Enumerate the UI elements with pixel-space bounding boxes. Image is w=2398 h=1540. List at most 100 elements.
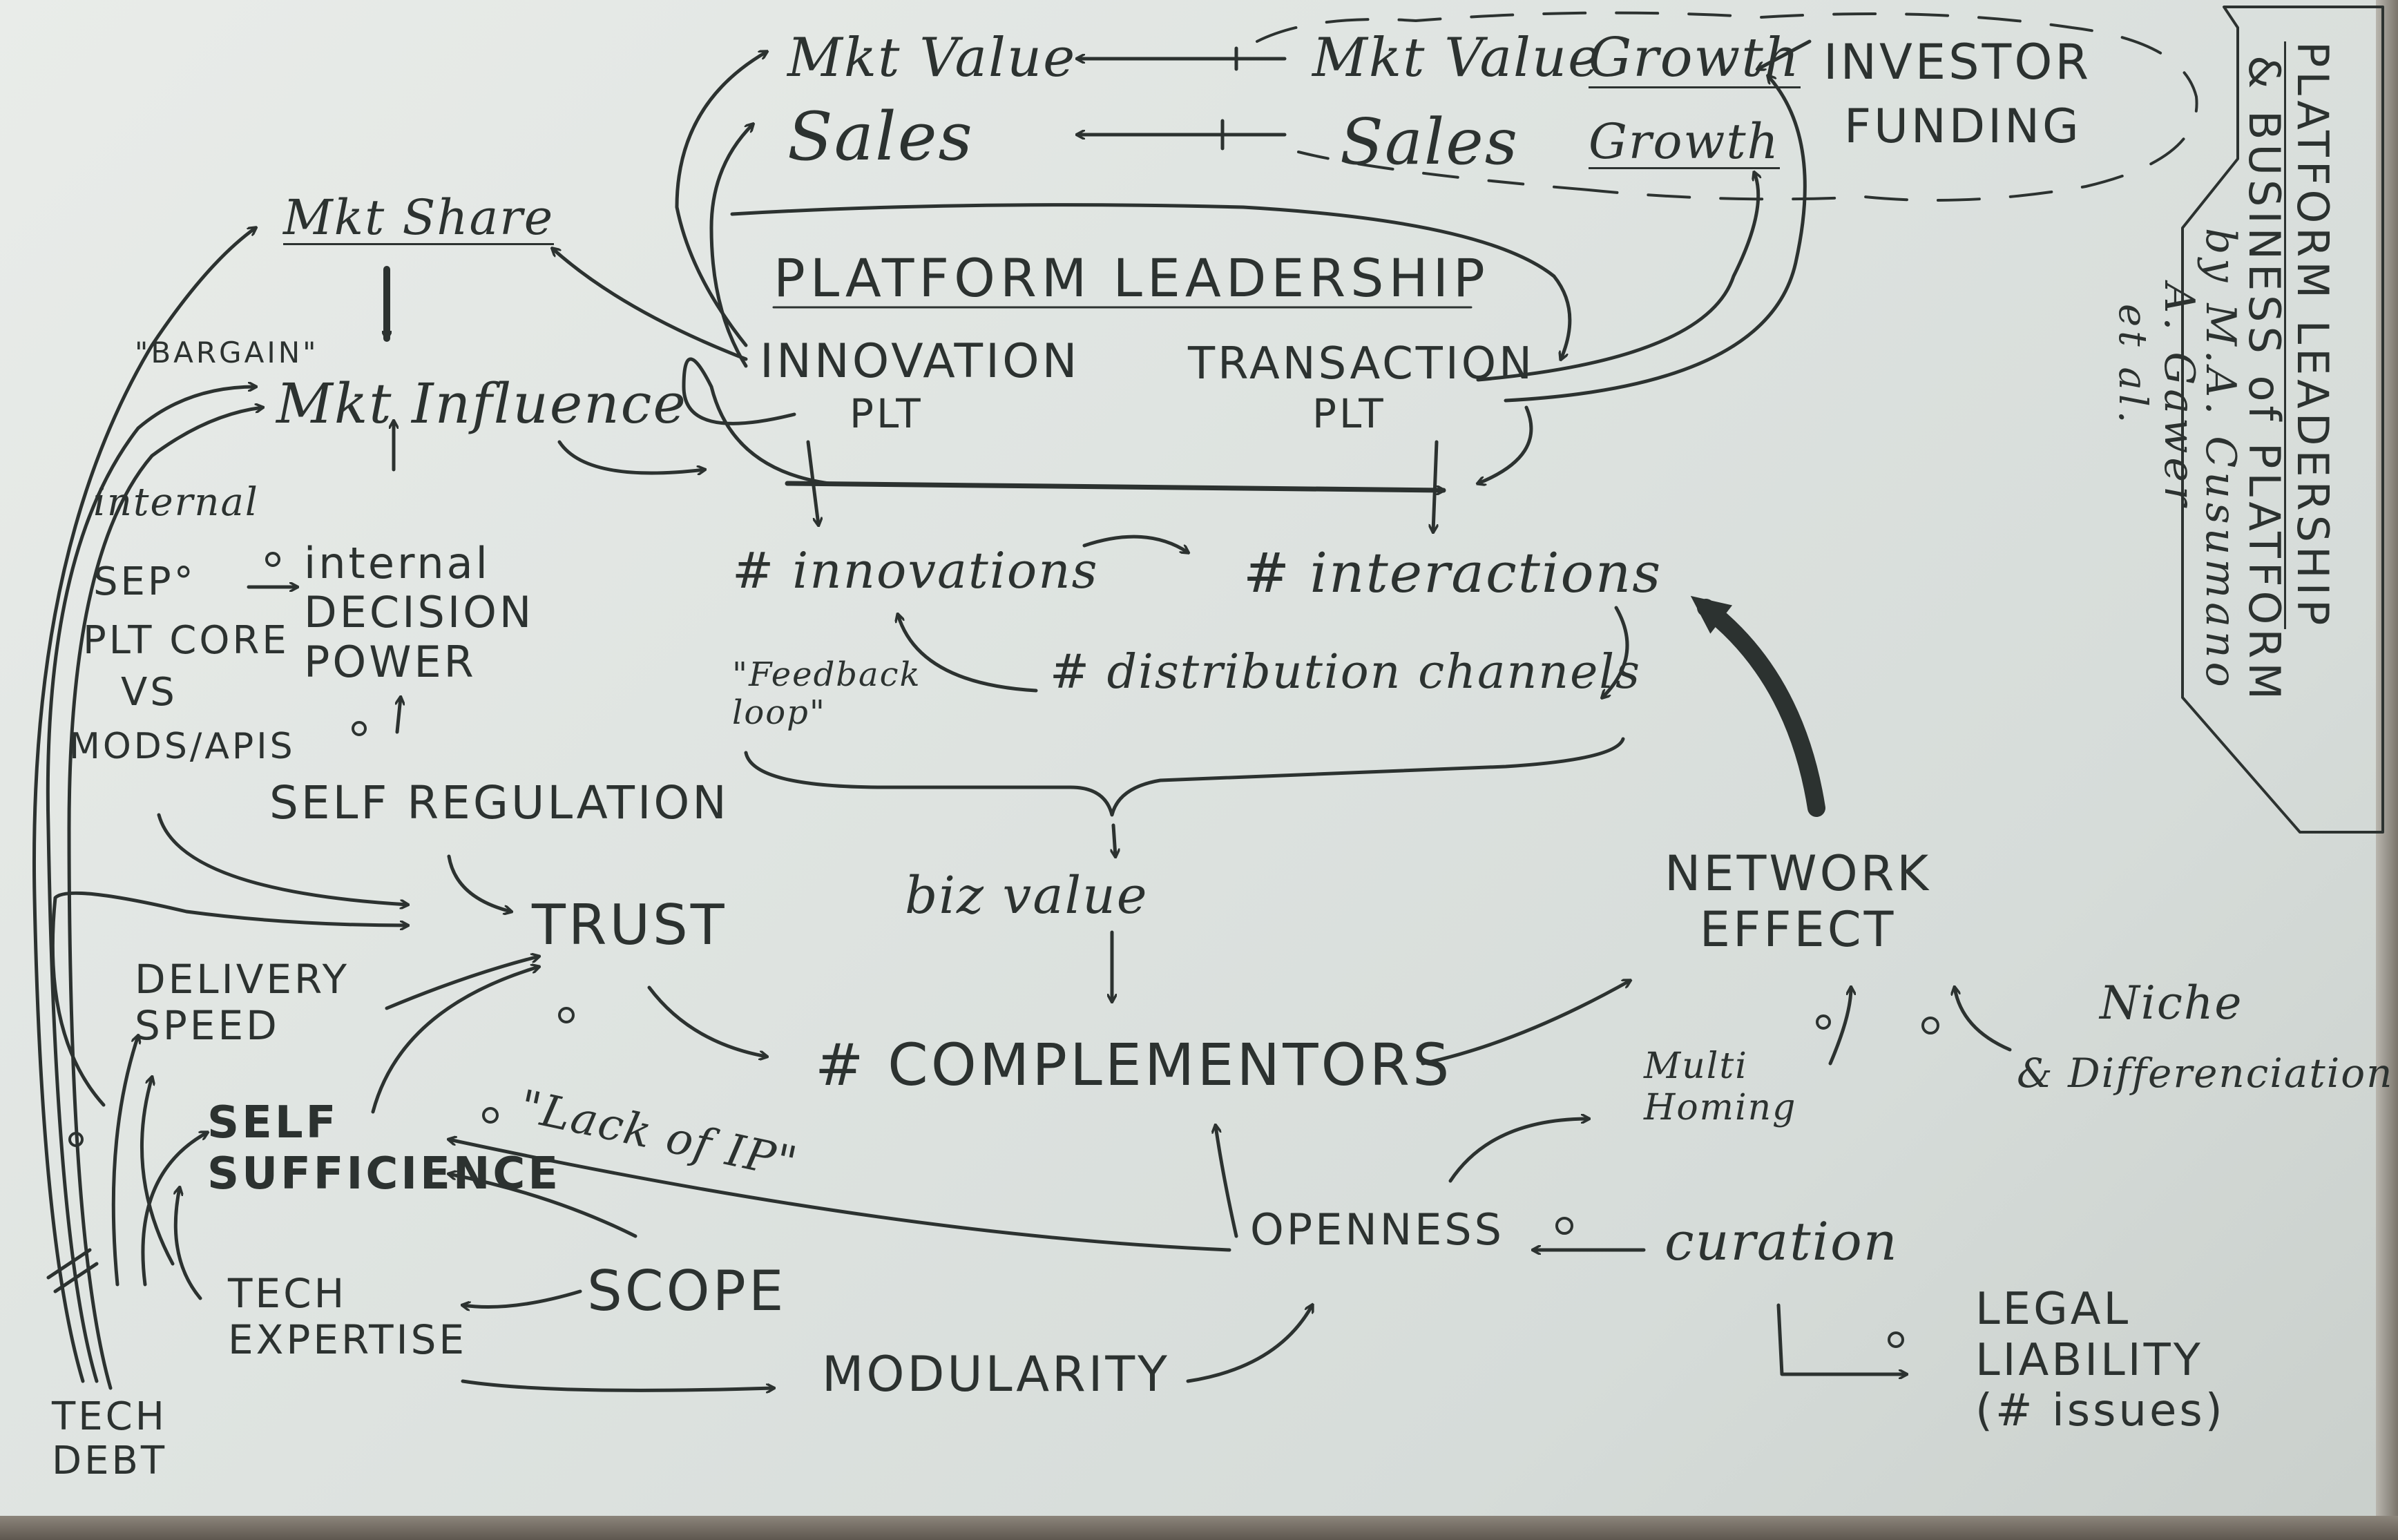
node-modularity: MODULARITY	[822, 1346, 1170, 1403]
tech-debt-to-mkt-share	[32, 228, 256, 1383]
investor-cloud-lower	[1297, 151, 1590, 191]
node-biz-value: biz value	[905, 866, 1149, 925]
title-line3: by M.A. Cusumano	[2196, 228, 2245, 691]
node-network-effect: NETWORK EFFECT	[1665, 845, 1932, 958]
node-mkt-share: Mkt Share	[283, 189, 555, 246]
transaction-to-value-growth	[1504, 76, 1807, 403]
pl-bottom-bar	[785, 481, 1446, 493]
innovation-to-mkt-share	[553, 249, 748, 361]
innovations-to-interactions	[1082, 535, 1188, 552]
node-complementors: # COMPLEMENTORS	[815, 1031, 1452, 1099]
scope-to-self-suff	[449, 1174, 637, 1238]
node-self-sufficience: SELF SUFFICIENCE	[207, 1097, 562, 1200]
node-mkt-influence: Mkt Influence	[276, 372, 687, 436]
delay-mark-1	[46, 1248, 92, 1280]
node-transaction: TRANSACTION	[1188, 338, 1535, 389]
tech-debt-to-self-suff	[141, 1133, 207, 1287]
investor-cloud	[1256, 11, 2198, 202]
node-self-regulation: SELF REGULATION	[269, 776, 729, 829]
title-line1: PLATFORM LEADERSHIP	[2284, 41, 2338, 630]
tech-debt-to-influence	[67, 407, 262, 1390]
polarity-sep	[265, 552, 280, 567]
node-tech-debt: TECH DEBT	[52, 1394, 168, 1484]
openness-to-complementors	[1216, 1126, 1238, 1238]
node-internal: internal	[93, 480, 259, 525]
node-sales: Sales	[787, 98, 974, 175]
node-platform-leadership: PLATFORM LEADERSHIP	[774, 247, 1490, 309]
node-niche: Niche	[2100, 976, 2243, 1030]
pl-top-loop	[730, 203, 1572, 359]
niche-to-network	[1955, 988, 2012, 1052]
modularity-to-openness	[1186, 1305, 1312, 1383]
tech-expertise-to-self-suff	[175, 1188, 202, 1300]
node-sep: SEP°	[93, 559, 196, 604]
self-regulation-to-trust	[447, 854, 511, 912]
polarity-multihoming	[1816, 1014, 1831, 1030]
page-edge-right	[2376, 0, 2398, 1540]
title-block: PLATFORM LEADERSHIP & BUSINESS of PLATFO…	[2110, 28, 2341, 801]
innovation-down	[806, 440, 818, 525]
node-differentiation: & Differenciation	[2017, 1050, 2394, 1097]
polarity-self-reg	[352, 721, 367, 736]
page-edge-bottom	[0, 1516, 2398, 1540]
delay-mark-2	[53, 1262, 99, 1293]
complementors-to-network	[1421, 981, 1630, 1066]
title-line2: & BUSINESS of PLATFORM	[2239, 55, 2290, 704]
distribution-to-interactions	[1602, 606, 1629, 697]
node-investor: INVESTOR	[1823, 34, 2092, 90]
title-block-outline	[2181, 6, 2384, 834]
node-delivery-speed: DELIVERY SPEED	[135, 956, 350, 1049]
node-openness: OPENNESS	[1250, 1204, 1505, 1255]
tech-expertise-to-delivery	[140, 1077, 175, 1266]
openness-to-self-suff	[449, 1139, 1231, 1252]
title-line5: et al.	[2110, 304, 2155, 427]
tech-debt-to-trust-left	[50, 891, 407, 1107]
innovation-to-sales	[709, 124, 753, 368]
node-legal-liability: LEGAL LIABILITY (# issues)	[1975, 1284, 2225, 1437]
distribution-to-innovations	[898, 615, 1038, 693]
tech-debt-to-delivery	[111, 1036, 138, 1287]
node-curation: curation	[1665, 1211, 1899, 1272]
node-mkt-value-growth-b: Growth	[1589, 27, 1801, 89]
brace-to-biz-value	[1113, 823, 1115, 856]
title-line4: A. Gawer	[2155, 283, 2203, 510]
node-vs: VS	[121, 670, 178, 715]
node-sales-growth-a: Sales	[1340, 105, 1519, 179]
node-interactions: # interactions	[1243, 541, 1662, 605]
node-feedback-loop: "Feedback loop"	[732, 655, 921, 733]
network-to-interactions-bold	[1690, 595, 1825, 817]
node-funding: FUNDING	[1844, 99, 2082, 154]
node-distribution-channels: # distribution channels	[1050, 645, 1641, 700]
investor-to-growth-arrow	[1758, 39, 1812, 69]
node-bargain: "BARGAIN"	[135, 336, 319, 369]
node-internal-decision-power: internal DECISION POWER	[304, 538, 535, 687]
node-sales-growth-b: Growth	[1589, 113, 1780, 170]
scope-to-tech-expertise	[463, 1289, 582, 1307]
polarity-lack-ip	[482, 1107, 499, 1124]
openness-to-multihoming	[1448, 1119, 1589, 1183]
polarity-niche	[1921, 1017, 1939, 1034]
pl-bottom-loop	[682, 357, 1443, 490]
self-suff-to-trust	[371, 967, 539, 1114]
node-mkt-value-growth-a: Mkt Value	[1312, 27, 1602, 89]
polarity-legal	[1888, 1331, 1904, 1348]
plt-core-to-trust	[157, 813, 407, 905]
self-reg-to-decision	[397, 697, 401, 734]
node-transaction-plt: PLT	[1312, 390, 1386, 437]
influence-to-platform	[557, 440, 704, 473]
polarity-tech-debt	[68, 1132, 84, 1147]
curation-to-legal	[1776, 1303, 1906, 1374]
node-mods-apis: MODS/APIS	[69, 726, 296, 767]
node-innovations: # innovations	[732, 541, 1099, 599]
node-trust: TRUST	[532, 893, 727, 957]
node-innovation: INNOVATION	[760, 334, 1080, 389]
tech-expertise-to-modularity	[461, 1379, 774, 1390]
node-multi-homing: Multi Homing	[1644, 1046, 1797, 1128]
polarity-curation	[1555, 1217, 1573, 1235]
delivery-to-trust	[385, 956, 539, 1010]
tech-debt-to-bargain	[46, 387, 256, 1383]
node-plt-core: PLT CORE	[83, 618, 289, 663]
transaction-to-sales-growth	[1476, 173, 1758, 382]
